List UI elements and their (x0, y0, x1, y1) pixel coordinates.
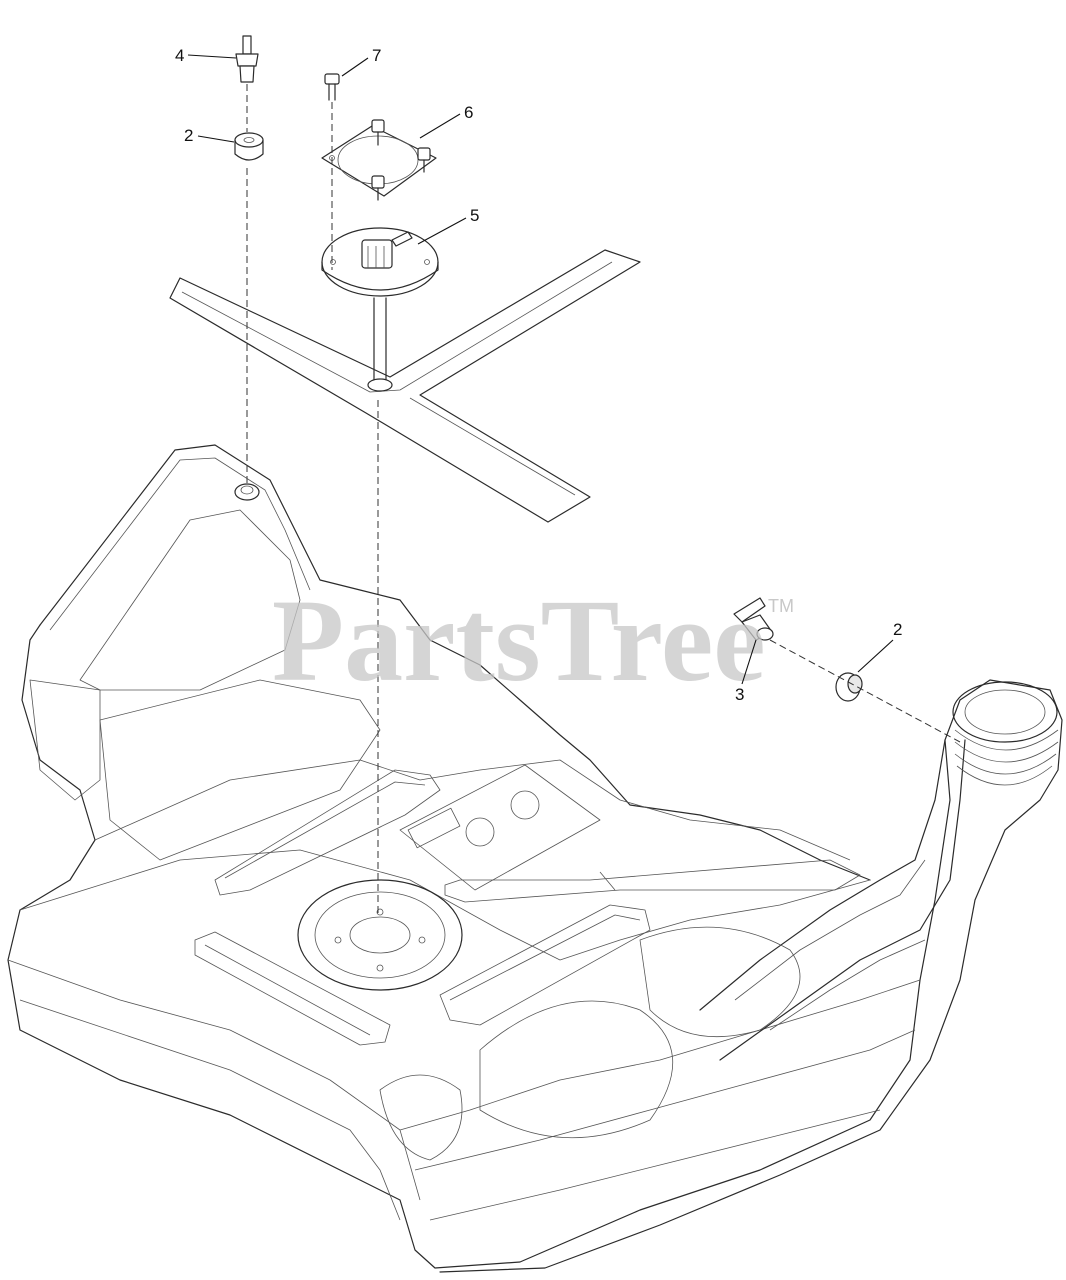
screw (324, 73, 340, 101)
callout-2-top: 2 (184, 126, 235, 145)
callout-6: 6 (419, 103, 473, 139)
callout-4-label: 4 (175, 46, 184, 65)
callout-7: 7 (341, 46, 381, 77)
watermark-trademark: TM (768, 596, 794, 616)
fitting (235, 35, 259, 83)
callouts: 4 7 2 6 5 2 3 (175, 46, 902, 704)
callout-3: 3 (735, 639, 757, 704)
fuel-tank (7, 444, 1063, 1273)
callout-2-top-label: 2 (184, 126, 193, 145)
callout-5-label: 5 (470, 206, 479, 225)
elbow-fitting (733, 597, 774, 641)
callout-3-label: 3 (735, 685, 744, 704)
callout-7-label: 7 (372, 46, 381, 65)
grommet-right (835, 672, 863, 702)
assembly-lines (246, 84, 961, 915)
callout-4: 4 (175, 46, 237, 65)
fuel-sender (321, 227, 439, 392)
retainer-ring (321, 119, 437, 201)
watermark-text: PartsTree (272, 575, 766, 706)
grommet-top (234, 132, 264, 161)
watermark: PartsTree TM (272, 575, 794, 706)
callout-2-right-label: 2 (893, 620, 902, 639)
callout-5: 5 (417, 206, 479, 245)
callout-6-label: 6 (464, 103, 473, 122)
callout-2-right: 2 (857, 620, 902, 673)
